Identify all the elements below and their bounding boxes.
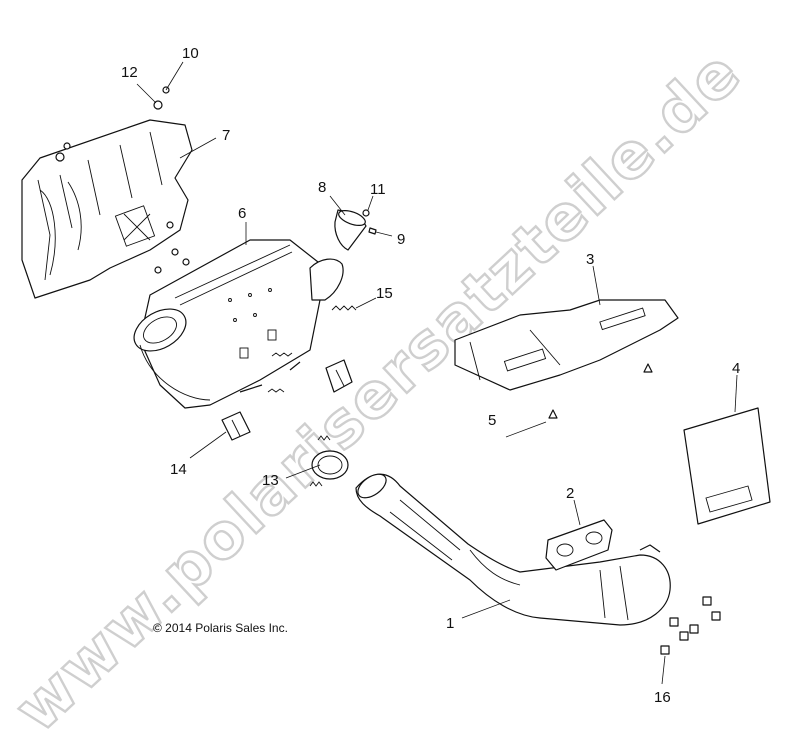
copyright-notice: © 2014 Polaris Sales Inc.	[153, 621, 288, 635]
heat-shield-part	[21, 119, 193, 299]
callout-16: 16	[654, 689, 671, 706]
callout-2: 2	[566, 485, 574, 502]
tailpipe-tip-part	[334, 209, 367, 251]
callout-15: 15	[376, 285, 393, 302]
exhaust-shield-plate-part	[454, 299, 679, 391]
callout-4: 4	[732, 360, 740, 377]
callout-12: 12	[121, 64, 138, 81]
callout-14: 14	[170, 461, 187, 478]
isolator-mount-part	[221, 359, 353, 441]
callout-9: 9	[397, 231, 405, 248]
callout-10: 10	[182, 45, 199, 62]
callout-3: 3	[586, 251, 594, 268]
callout-1: 1	[446, 615, 454, 632]
callout-6: 6	[238, 205, 246, 222]
callout-5: 5	[488, 412, 496, 429]
callout-7: 7	[222, 127, 230, 144]
callout-13: 13	[262, 472, 279, 489]
push-rivet-part	[548, 363, 653, 419]
leader-lines	[136, 61, 738, 685]
heat-shield-fasteners	[55, 86, 190, 274]
bolt-set-part	[660, 596, 721, 655]
springs-part	[267, 352, 331, 487]
callout-labels: 1 2 3 4 5 6 7 8 9 10 11 12 13 14 15 16	[121, 45, 740, 706]
gasket-part	[545, 519, 613, 571]
muffler-part	[133, 239, 344, 409]
callout-8: 8	[318, 179, 326, 196]
spring-15-part	[331, 305, 357, 311]
tip-screws-part	[362, 209, 377, 235]
callout-11: 11	[370, 181, 386, 198]
heat-panel-part	[683, 407, 771, 525]
head-pipe-part	[355, 473, 671, 626]
clamp-part	[311, 450, 349, 480]
